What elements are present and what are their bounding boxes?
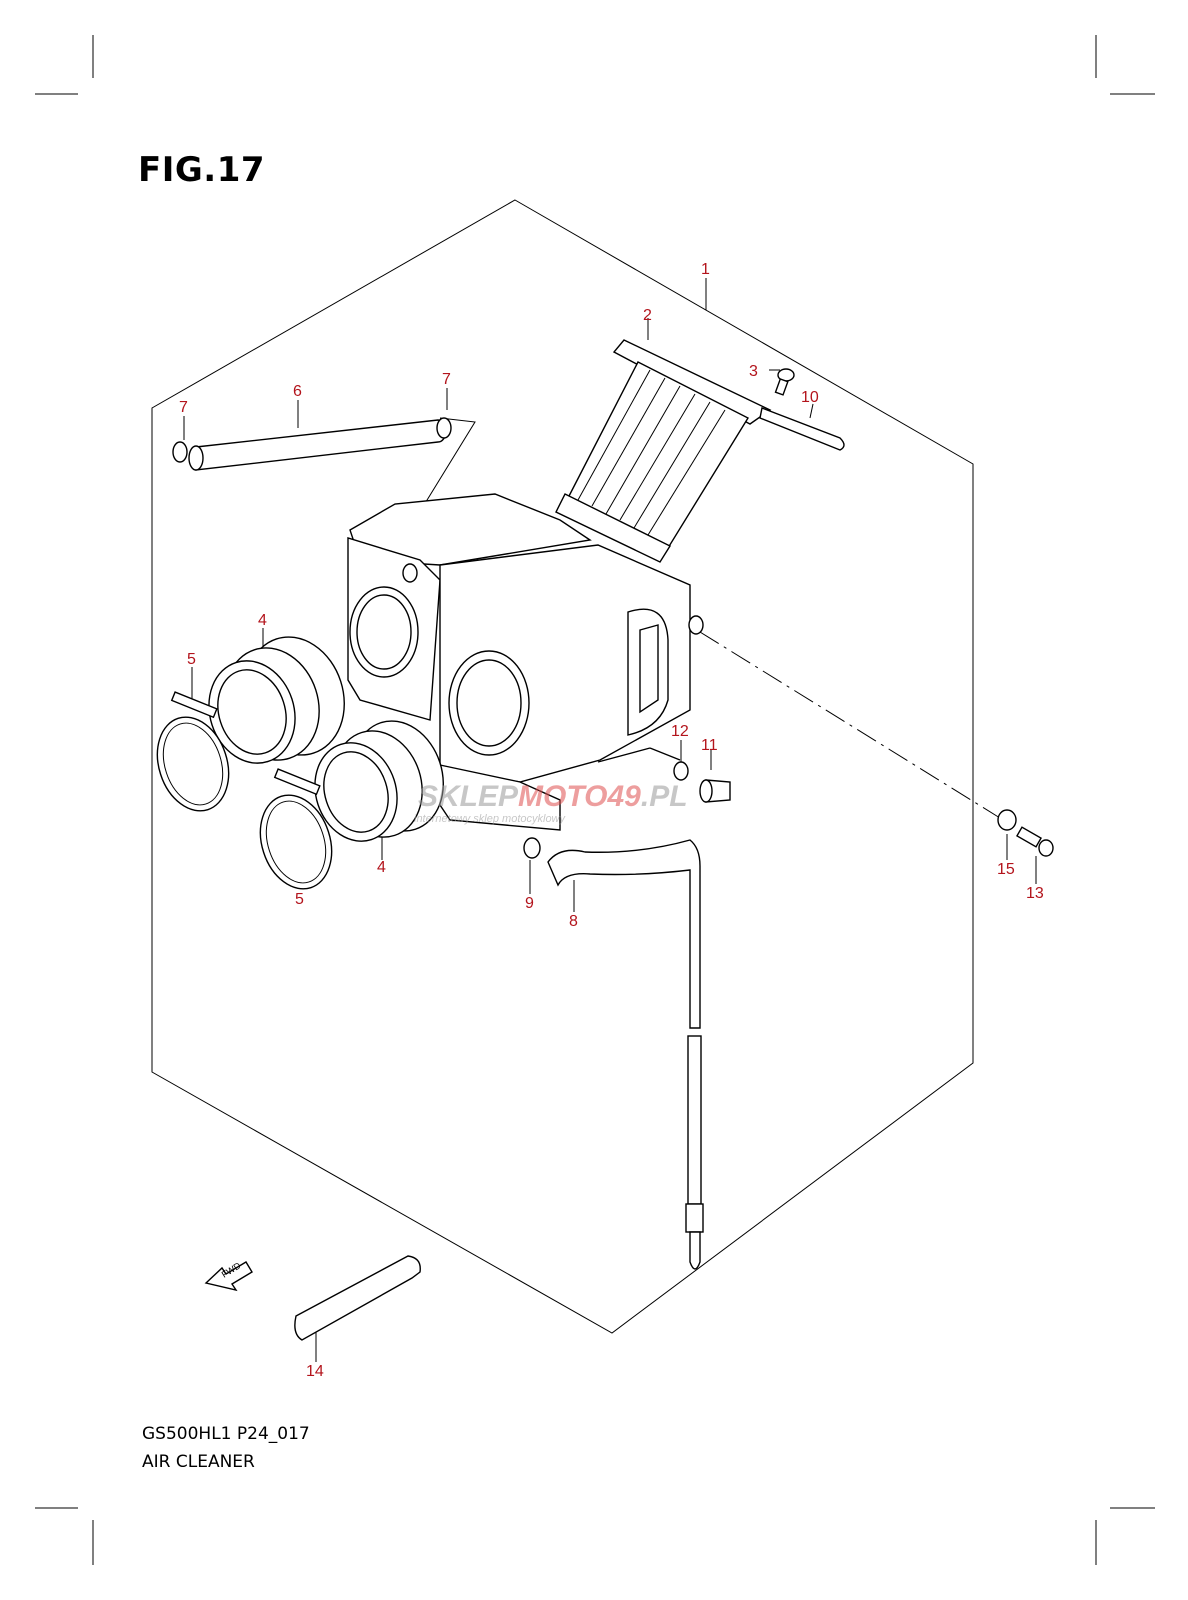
callout-6: 6: [293, 383, 302, 400]
part-5-clamps: [156, 691, 333, 890]
part-9-clip: [523, 837, 541, 859]
callout-15: 15: [997, 861, 1015, 878]
part-2-filter-element: [555, 339, 772, 563]
part-8-drain-hose: [547, 839, 704, 1270]
fwd-arrow-icon: FWD: [204, 1260, 253, 1292]
callout-13: 13: [1026, 885, 1044, 902]
figure-title: FIG.17: [138, 150, 266, 190]
part-6-hose: [188, 419, 447, 471]
callout-7: 7: [442, 371, 451, 388]
part-15-washer: [997, 809, 1017, 831]
part-14-strap: [294, 1255, 421, 1341]
callout-12: 12: [671, 723, 689, 740]
callout-5: 5: [295, 891, 304, 908]
watermark-brand-num: 49: [606, 780, 641, 813]
callout-14: 14: [306, 1363, 324, 1380]
watermark-brand-suffix: .PL: [641, 780, 688, 813]
part-7-clips: [172, 417, 452, 463]
callout-1: 1: [701, 261, 710, 278]
part-11-cap: [699, 779, 731, 803]
callout-4: 4: [377, 859, 386, 876]
watermark-brand-mid: MOTO: [518, 780, 607, 813]
watermark-brand-prefix: SKLEP: [418, 780, 519, 813]
part-4-intake-boots: [208, 636, 444, 842]
part-12-clip: [673, 761, 689, 781]
watermark-tagline: internetowy sklep motocyklowy: [414, 813, 567, 825]
model-code: GS500HL1 P24_017: [142, 1424, 310, 1444]
part-10-bracket: [759, 407, 845, 451]
callout-9: 9: [525, 895, 534, 912]
callout-8: 8: [569, 913, 578, 930]
assembly-outline: [151, 199, 974, 1334]
callout-11: 11: [701, 737, 718, 754]
callout-numbers: 1 2 3 4 4 5 5 6 7 7 8 9 10 11 12 13 14 1…: [179, 261, 1044, 1380]
assembly-name: AIR CLEANER: [142, 1452, 255, 1472]
callout-10: 10: [801, 389, 819, 406]
crop-marks: [35, 35, 1155, 1565]
callout-4: 4: [258, 612, 267, 629]
callout-3: 3: [749, 363, 758, 380]
callout-7: 7: [179, 399, 188, 416]
part-13-bolt: [1016, 826, 1054, 857]
watermark: SKLEPMOTO49.PL internetowy sklep motocyk…: [414, 780, 688, 825]
callout-5: 5: [187, 651, 196, 668]
part-3-screw: [774, 368, 795, 396]
callout-2: 2: [643, 307, 652, 324]
part-1-air-cleaner-box: [347, 493, 704, 831]
svg-text:SKLEPMOTO49.PL: SKLEPMOTO49.PL: [418, 780, 688, 813]
